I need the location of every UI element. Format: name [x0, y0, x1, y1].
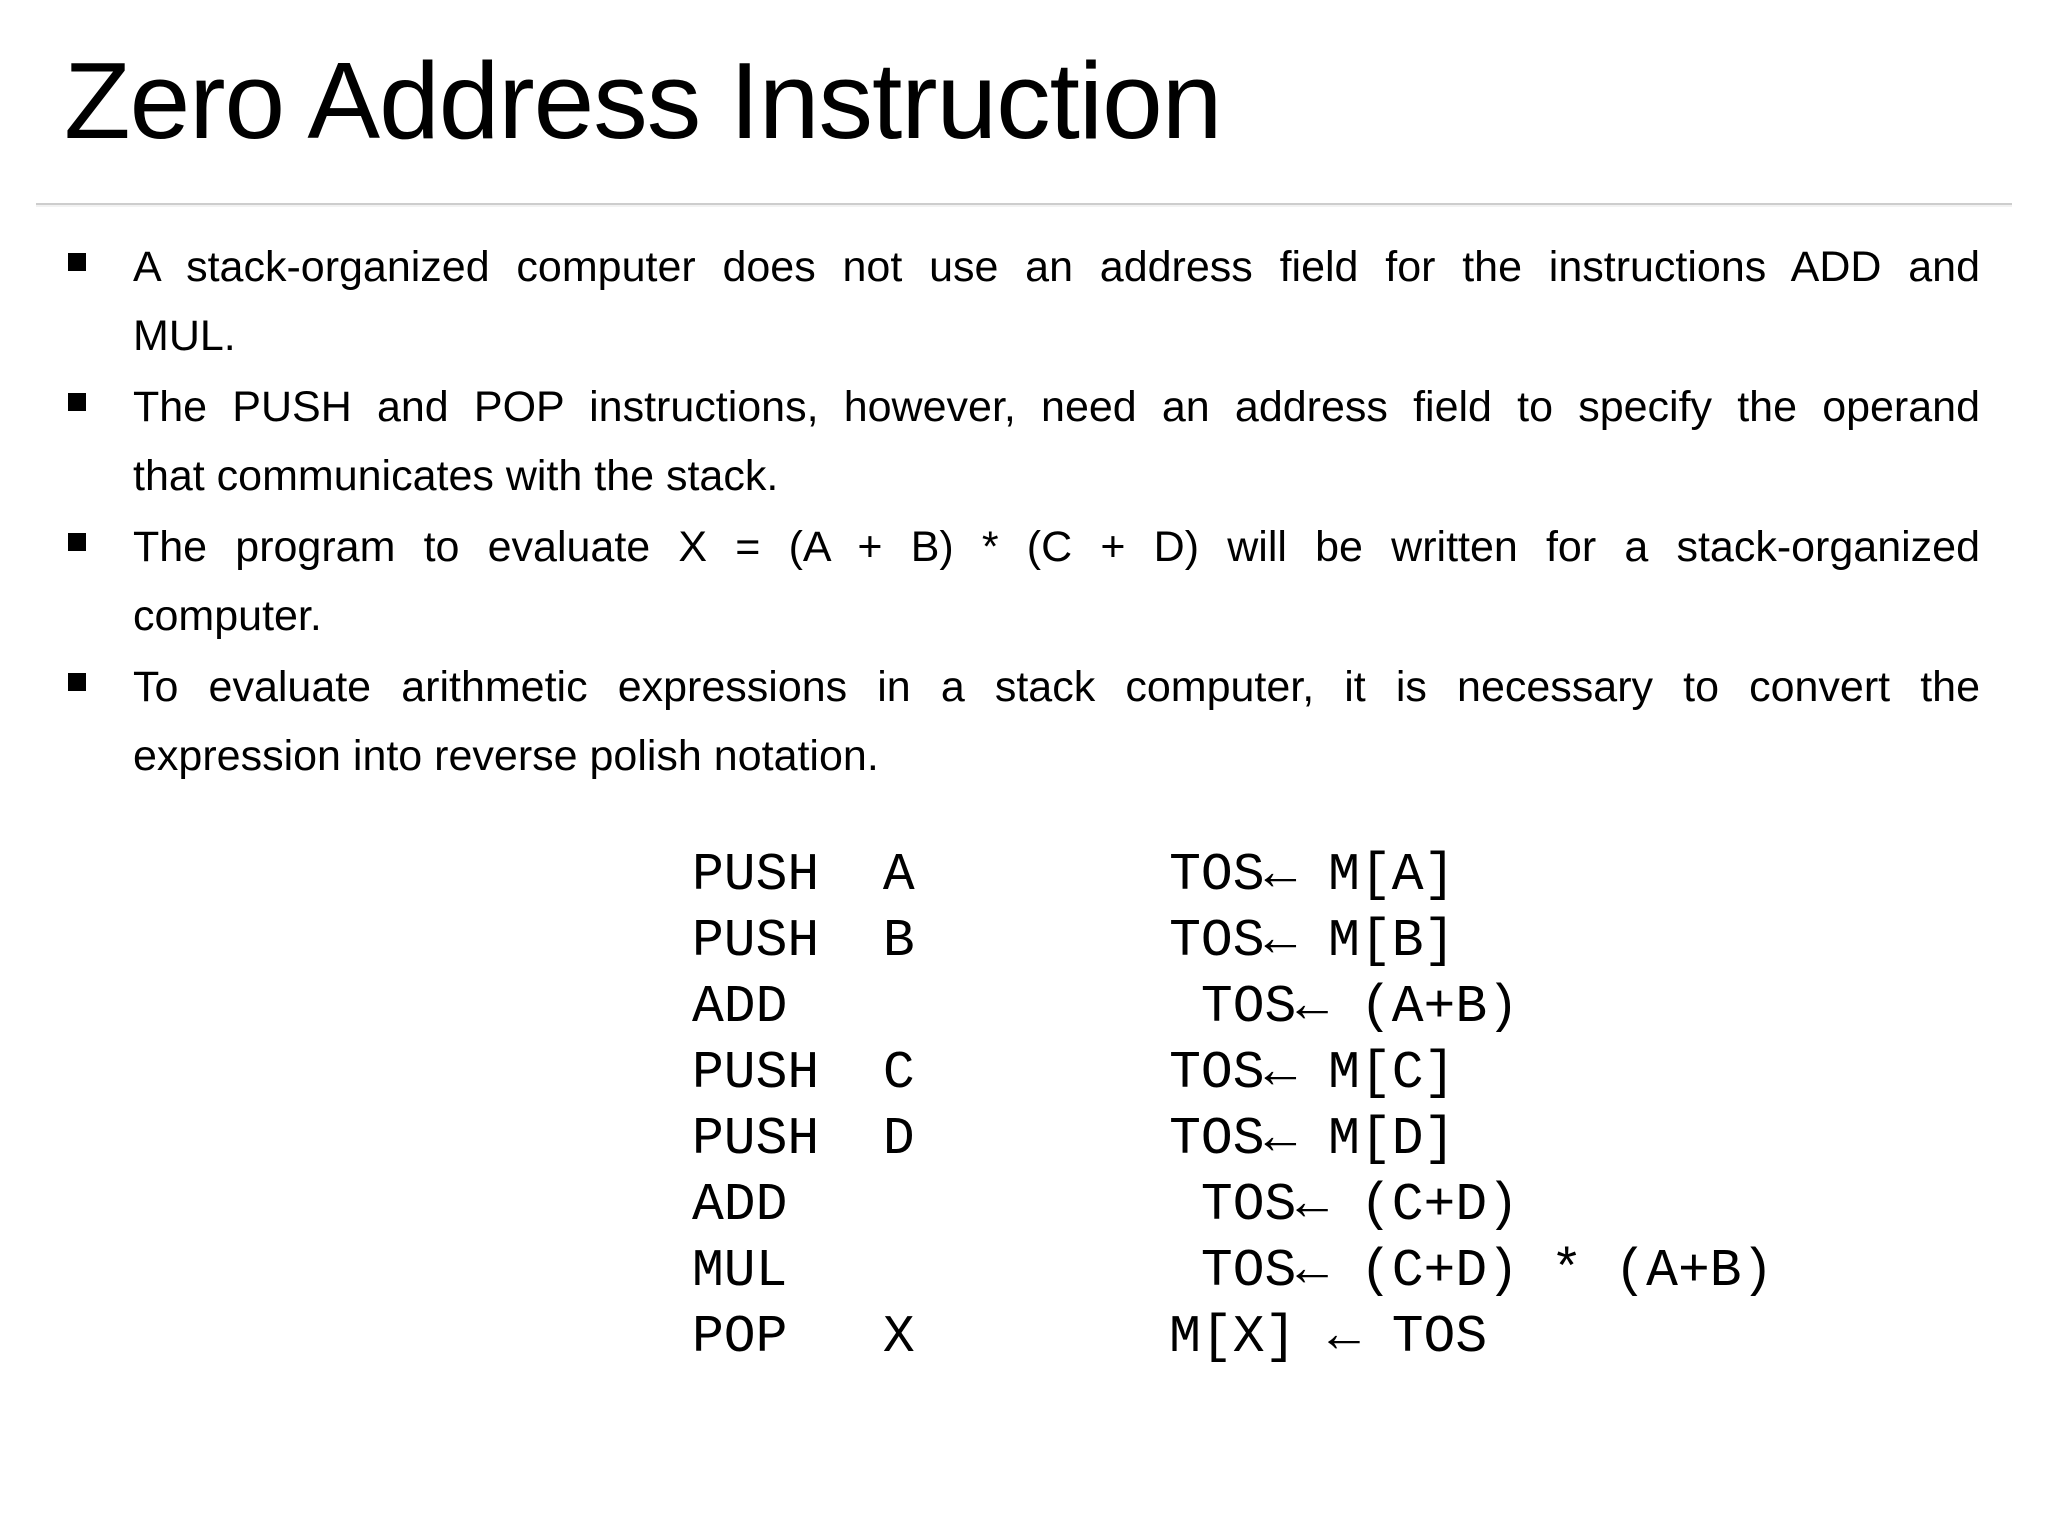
bullet-square-icon: [68, 253, 86, 271]
bullet-item-4: To evaluate arithmetic expressions in a …: [68, 653, 1980, 791]
slide-title: Zero Address Instruction: [64, 40, 1222, 162]
bullet-line: expression into reverse polish notation.: [133, 732, 879, 780]
bullet-square-icon: [68, 393, 86, 411]
bullet-item-2: The PUSH and POP instructions, however, …: [68, 373, 1980, 511]
bullet-line: A stack-organized computer does not use …: [133, 243, 1980, 291]
bullet-line: MUL.: [133, 312, 236, 360]
bullet-item-1: A stack-organized computer does not use …: [68, 233, 1980, 371]
bullet-line: The PUSH and POP instructions, however, …: [133, 383, 1980, 431]
code-line-mul: MUL TOS← (C+D) * (A+B): [692, 1241, 1774, 1301]
code-line-push-b: PUSH B TOS← M[B]: [692, 911, 1456, 971]
bullet-line: The program to evaluate X = (A + B) * (C…: [133, 523, 1980, 571]
code-block: PUSH A TOS← M[A] PUSH B TOS← M[B] ADD TO…: [692, 842, 1773, 1370]
code-line-push-d: PUSH D TOS← M[D]: [692, 1109, 1456, 1169]
code-line-push-c: PUSH C TOS← M[C]: [692, 1043, 1456, 1103]
bullet-square-icon: [68, 533, 86, 551]
code-line-add-2: ADD TOS← (C+D): [692, 1175, 1519, 1235]
bullet-item-3: The program to evaluate X = (A + B) * (C…: [68, 513, 1980, 651]
title-divider: [36, 203, 2012, 205]
code-line-add-1: ADD TOS← (A+B): [692, 977, 1519, 1037]
bullet-square-icon: [68, 673, 86, 691]
code-line-push-a: PUSH A TOS← M[A]: [692, 845, 1456, 905]
code-line-pop-x: POP X M[X] ← TOS: [692, 1307, 1488, 1367]
bullet-line: To evaluate arithmetic expressions in a …: [133, 663, 1980, 711]
bullet-line: that communicates with the stack.: [133, 452, 779, 500]
bullet-line: computer.: [133, 592, 322, 640]
bullet-list: A stack-organized computer does not use …: [68, 233, 1980, 793]
